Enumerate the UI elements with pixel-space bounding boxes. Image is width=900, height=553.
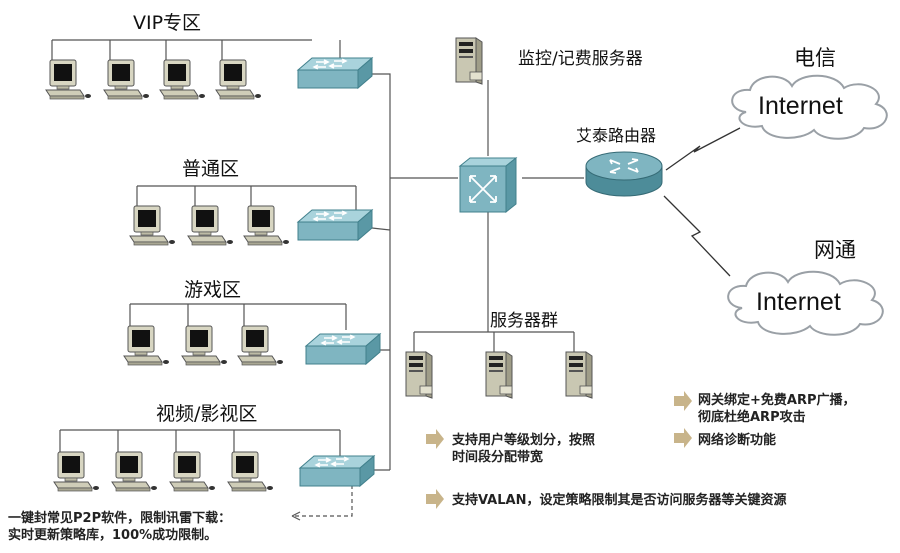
arrow-bullet-icon: [426, 429, 444, 449]
p2p-note-line1: 一键封常见P2P软件，限制讯雷下载：: [8, 511, 232, 526]
game-zone: [123, 325, 381, 366]
isp-label-telecom: 电信: [794, 46, 836, 70]
cloud-text-netcom: Internet: [756, 288, 841, 316]
server-icon: [565, 351, 593, 399]
feature-gateway-binding: 网关绑定+免费ARP广播， 彻底杜绝ARP攻击: [698, 392, 856, 426]
p2p-note: 一键封常见P2P软件，限制讯雷下载： 实时更新策略库，100%成功限制。: [8, 510, 231, 544]
arrow-bullet-icon: [674, 391, 692, 411]
pc-icon: [103, 59, 150, 100]
zone-label-vip: VIP专区: [133, 12, 202, 34]
p2p-note-line2: 实时更新策略库，100%成功限制。: [8, 528, 218, 543]
arrow-bullet-icon: [426, 489, 444, 509]
pc-icon: [45, 59, 92, 100]
wan-link-telecom: [665, 127, 741, 171]
feature-bullets: [426, 391, 692, 509]
feature-network-diagnosis: 网络诊断功能: [698, 433, 777, 448]
pc-icon: [159, 59, 206, 100]
arrow-bullet-icon: [674, 428, 692, 448]
feature-gateway-line1: 网关绑定+免费ARP广播，: [698, 393, 856, 408]
pc-icon: [181, 325, 228, 366]
pc-icon: [111, 451, 158, 492]
monitor-server-label: 监控/记费服务器: [518, 49, 643, 69]
connection-lines: [51, 39, 584, 471]
switch-icon: [305, 333, 381, 365]
pc-icon: [187, 205, 234, 246]
isp-label-netcom: 网通: [814, 238, 856, 262]
video-bus: [59, 429, 341, 456]
pc-icon: [243, 205, 290, 246]
zone-label-video: 视频/影视区: [156, 403, 258, 425]
pc-icon: [169, 451, 216, 492]
server-group-label: 服务器群: [490, 311, 558, 331]
switch-icon: [299, 455, 375, 487]
pc-icon: [237, 325, 284, 366]
trunk-line: [370, 73, 458, 471]
monitor-server-icon: [455, 37, 483, 85]
vip-bus: [51, 39, 341, 66]
vip-zone: [45, 57, 373, 100]
feature-user-levels: 支持用户等级划分，按照 时间段分配带宽: [452, 432, 595, 466]
router-icon: [585, 151, 663, 197]
switch-icon: [297, 209, 373, 241]
video-zone: [53, 451, 375, 492]
switch-icon: [297, 57, 373, 89]
pc-icon: [53, 451, 100, 492]
server-icon: [405, 351, 433, 399]
cloud-text-telecom: Internet: [758, 92, 843, 120]
feature-vlan: 支持VALAN，设定策略限制其是否访问服务器等关键资源: [452, 493, 787, 508]
server-icon: [485, 351, 513, 399]
pc-icon: [123, 325, 170, 366]
wan-link-netcom: [663, 195, 731, 277]
feature-user-levels-line2: 时间段分配带宽: [452, 450, 544, 465]
feature-gateway-line2: 彻底杜绝ARP攻击: [698, 410, 806, 425]
pc-icon: [129, 205, 176, 246]
normal-bus: [136, 185, 357, 211]
game-bus: [129, 303, 347, 330]
zone-label-game: 游戏区: [184, 279, 242, 301]
feature-user-levels-line1: 支持用户等级划分，按照: [452, 433, 596, 448]
normal-zone: [129, 205, 373, 246]
server-group: [405, 351, 593, 399]
wan-links: [663, 127, 741, 277]
pc-icon: [227, 451, 274, 492]
core-to-servers: [413, 204, 575, 352]
p2p-note-arrow: [292, 478, 353, 517]
router-label: 艾泰路由器: [576, 126, 657, 145]
pc-icon: [215, 59, 262, 100]
core-switch-icon: [458, 156, 518, 214]
zone-label-normal: 普通区: [182, 158, 240, 180]
